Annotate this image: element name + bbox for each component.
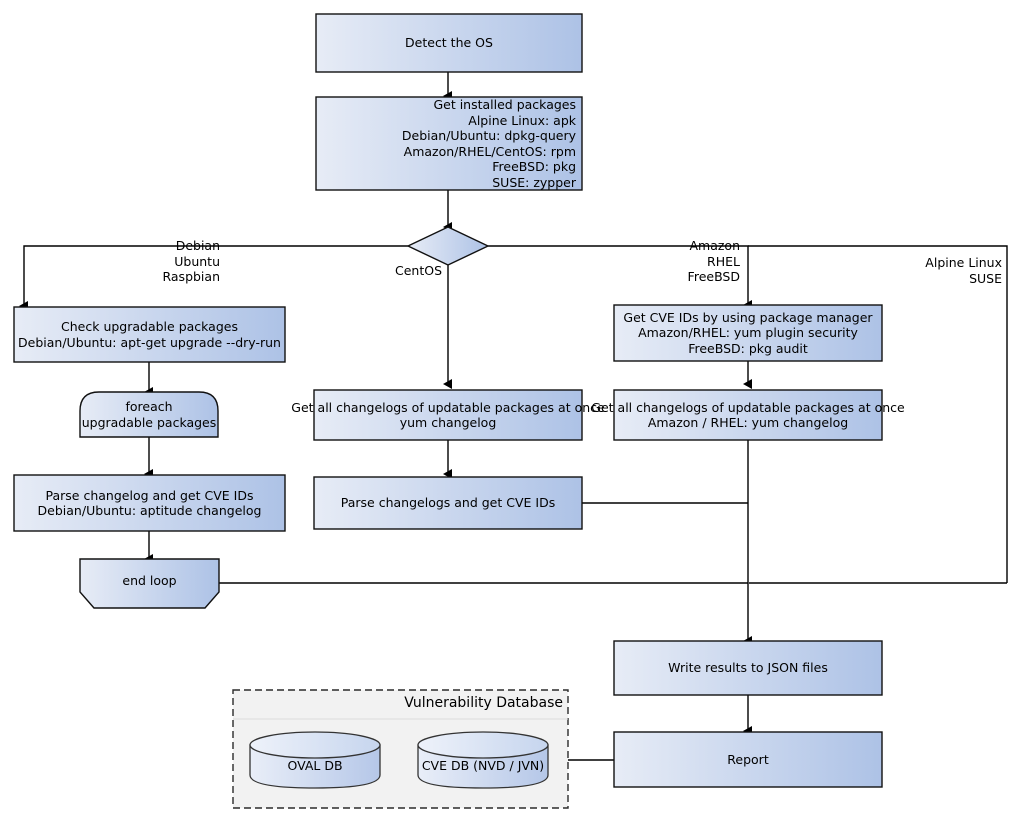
node-cve-package-manager-shape xyxy=(613,304,883,362)
edge-label-centos: CentOS xyxy=(394,263,442,278)
edge-label-amazon: Amazon RHEL FreeBSD xyxy=(687,238,740,284)
edge-label-alpine: Alpine Linux SUSE xyxy=(925,255,1002,286)
node-parse-changelog-left-shape xyxy=(13,474,286,532)
node-changelogs-center-shape xyxy=(313,389,583,441)
node-foreach-shape xyxy=(79,391,219,438)
node-write-json-shape xyxy=(613,640,883,696)
node-end-loop-shape xyxy=(79,558,220,609)
node-check-upgradable-shape xyxy=(13,306,286,363)
node-changelogs-right-shape xyxy=(613,389,883,441)
node-parse-changelogs-center-shape xyxy=(313,476,583,530)
edge-label-debian: Debian Ubuntu Raspbian xyxy=(162,238,220,284)
vulnerability-database-title: Vulnerability Database xyxy=(404,695,563,711)
oval-db-shape xyxy=(249,731,381,789)
node-report-shape xyxy=(613,731,883,788)
node-detect-os-shape xyxy=(315,13,583,73)
node-get-installed-shape xyxy=(315,96,583,191)
cve-db-shape xyxy=(417,731,549,789)
node-decision-shape xyxy=(406,226,490,266)
